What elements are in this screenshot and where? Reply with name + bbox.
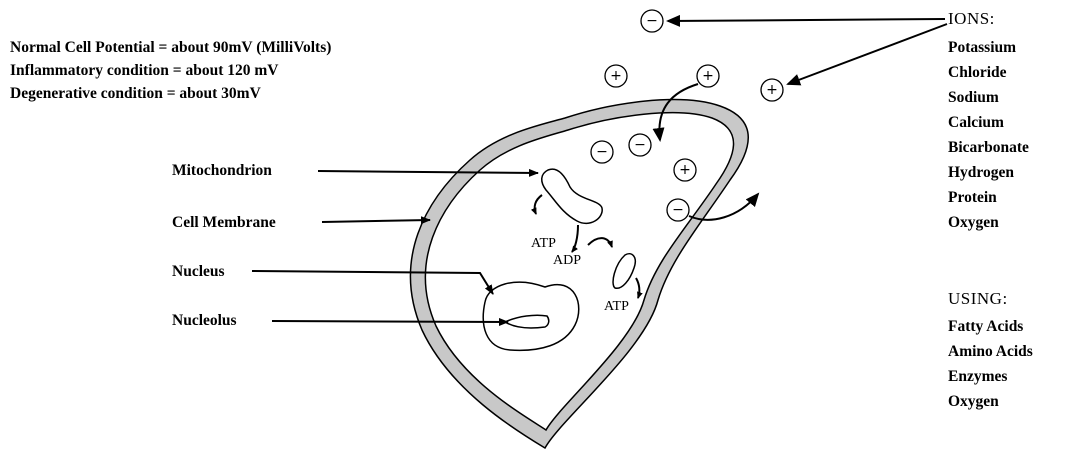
using-item: Fatty Acids — [948, 318, 1023, 335]
ion-item: Hydrogen — [948, 164, 1014, 181]
potential-inflammatory: Inflammatory condition = about 120 mV — [10, 62, 279, 79]
svg-text:+: + — [702, 68, 714, 84]
pointer-ions-to-negative — [666, 14, 946, 27]
svg-text:+: + — [610, 68, 622, 84]
ion-item: Chloride — [948, 64, 1007, 81]
atp-out-arrow — [635, 277, 643, 299]
potential-normal: Normal Cell Potential = about 90mV (Mill… — [10, 39, 331, 56]
adp-to-mito-arrow — [587, 237, 613, 248]
svg-text:+: + — [766, 82, 778, 98]
ion-in-arrow — [652, 83, 699, 142]
ion-positive: + — [604, 64, 628, 88]
atp-label-1: ATP — [531, 236, 556, 251]
ion-positive: + — [696, 64, 720, 88]
mitochondrion — [541, 168, 603, 225]
potential-degenerative: Degenerative condition = about 30mV — [10, 85, 262, 102]
ion-item: Bicarbonate — [948, 139, 1029, 156]
ion-negative: − — [590, 140, 614, 164]
label-cell-membrane: Cell Membrane — [172, 214, 276, 231]
ion-item: Calcium — [948, 114, 1004, 131]
label-nucleus: Nucleus — [172, 263, 225, 280]
cell-cytoplasm — [424, 111, 735, 432]
svg-text:−: − — [672, 202, 684, 218]
svg-text:−: − — [596, 144, 608, 160]
label-nucleolus: Nucleolus — [172, 312, 237, 329]
mitochondrion-small — [612, 253, 637, 289]
ion-negative: − — [666, 198, 690, 222]
using-item: Oxygen — [948, 393, 999, 410]
pointer-mitochondrion — [317, 168, 539, 177]
atp-label-2: ATP — [604, 299, 629, 314]
pointer-nucleus — [251, 270, 494, 295]
pointer-nucleolus — [271, 317, 509, 326]
using-item: Enzymes — [948, 368, 1007, 385]
svg-text:+: + — [679, 162, 691, 178]
ion-item: Potassium — [948, 39, 1016, 56]
atp-arrow — [530, 194, 543, 215]
ion-positive: + — [760, 78, 784, 102]
adp-label: ADP — [553, 253, 581, 268]
ion-item: Oxygen — [948, 214, 999, 231]
ion-item: Protein — [948, 189, 997, 206]
ion-item: Sodium — [948, 89, 999, 106]
pointer-ions-to-positive — [786, 23, 948, 86]
pointer-cell-membrane — [321, 216, 431, 225]
nucleolus — [503, 314, 550, 329]
ion-positive: + — [673, 158, 697, 182]
svg-text:−: − — [646, 13, 658, 29]
ion-negative: − — [628, 133, 652, 157]
using-item: Amino Acids — [948, 343, 1033, 360]
ions-heading: IONS: — [948, 9, 995, 28]
svg-text:−: − — [634, 137, 646, 153]
using-heading: USING: — [948, 289, 1008, 308]
adp-curve-arrow — [571, 224, 579, 253]
ion-negative: − — [640, 9, 664, 33]
ion-out-arrow — [688, 192, 760, 221]
label-mitochondrion: Mitochondrion — [172, 162, 272, 179]
